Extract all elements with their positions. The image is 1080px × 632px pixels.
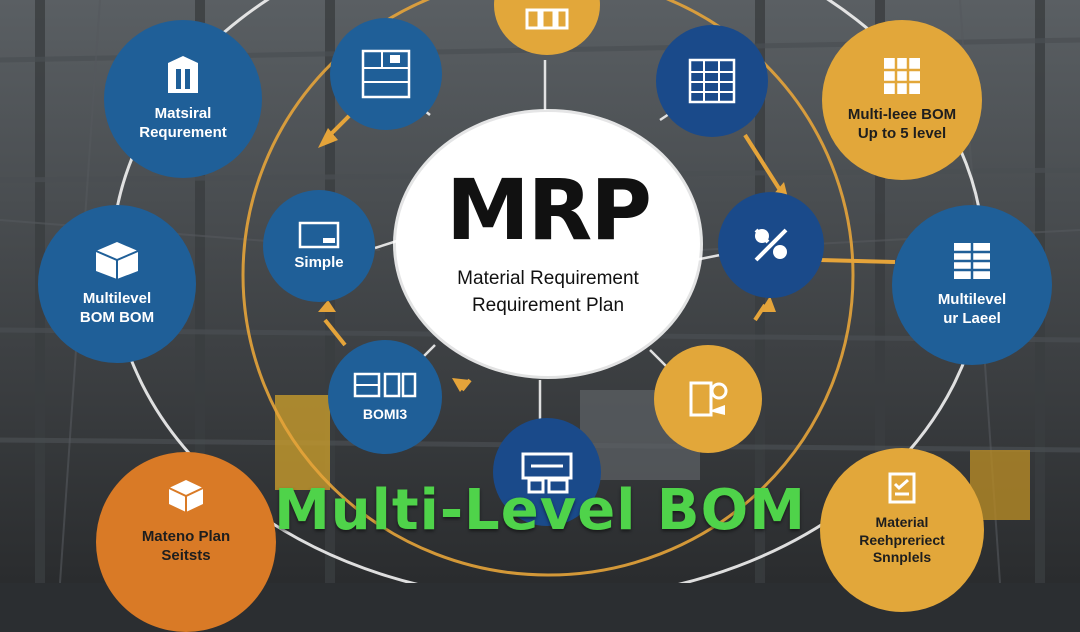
multilevel-bom-bom-line2: BOM BOM [79, 309, 155, 326]
multilevel-level-node[interactable]: Multilevel ur Laeel [892, 205, 1052, 365]
material-requirement-samples-line1: Material [875, 514, 929, 530]
bom-chart-icon [353, 373, 417, 398]
grid-node[interactable] [330, 18, 442, 130]
multilevel-bom-bom-line1: Multilevel [82, 290, 152, 308]
gold-tools-node[interactable] [654, 345, 762, 453]
machine-icon [521, 452, 573, 494]
tools-node[interactable] [718, 192, 824, 298]
document-icon [525, 8, 569, 30]
simple-node[interactable]: Simple [263, 190, 375, 302]
multilevel-bom-bom-node[interactable]: Multilevel BOM BOM [38, 205, 196, 363]
spreadsheet-icon [884, 58, 920, 95]
grid-chart-icon [361, 49, 411, 99]
material-requirement-line2: Requrement [139, 124, 227, 141]
multilevel-bom-5-line1: Multi-leee BOM [847, 106, 957, 124]
multilevel-level-line1: Multilevel [937, 291, 1007, 309]
multi-level-bom-title: Multi-Level BOM [274, 478, 806, 543]
materid-plan-line2: Seitsts [161, 546, 211, 564]
bottom-navy-node[interactable] [493, 418, 601, 526]
tools-icon [754, 228, 788, 262]
mrp-center-circle: MRP Material Requirement Requirement Pla… [396, 112, 700, 376]
table-node[interactable] [656, 25, 768, 137]
checklist-icon [888, 472, 916, 504]
table-icon [688, 58, 736, 104]
material-requirement-node[interactable]: Matsiral Requrement [104, 20, 262, 178]
multilevel-bom-5-line2: Up to 5 level [857, 125, 947, 142]
mrp-title: MRP [446, 161, 652, 260]
bom-node[interactable]: BOMI3 [328, 340, 442, 454]
simple-label: Simple [294, 253, 344, 271]
materid-plan-line1: Mateno Plan [141, 528, 231, 545]
cube-icon [168, 480, 204, 512]
multilevel-bom-5-node[interactable]: Multi-leee BOM Up to 5 level [822, 20, 982, 180]
material-requirement-samples-line3: Snnplels [872, 549, 932, 565]
list-table-icon [954, 243, 990, 280]
clipboard-icon [689, 381, 728, 417]
bom-label: BOMI3 [362, 406, 408, 423]
material-requirement-line1: Matsiral [154, 105, 212, 123]
multilevel-level-line2: ur Laeel [943, 310, 1001, 327]
box-icon [95, 242, 139, 280]
monitor-icon [298, 221, 340, 248]
material-requirement-samples-line2: Reehpreriect [859, 531, 945, 548]
building-icon [168, 56, 198, 94]
mrp-subtitle-line1: Material Requirement [457, 268, 639, 290]
mrp-subtitle-line2: Requirement Plan [471, 295, 625, 316]
